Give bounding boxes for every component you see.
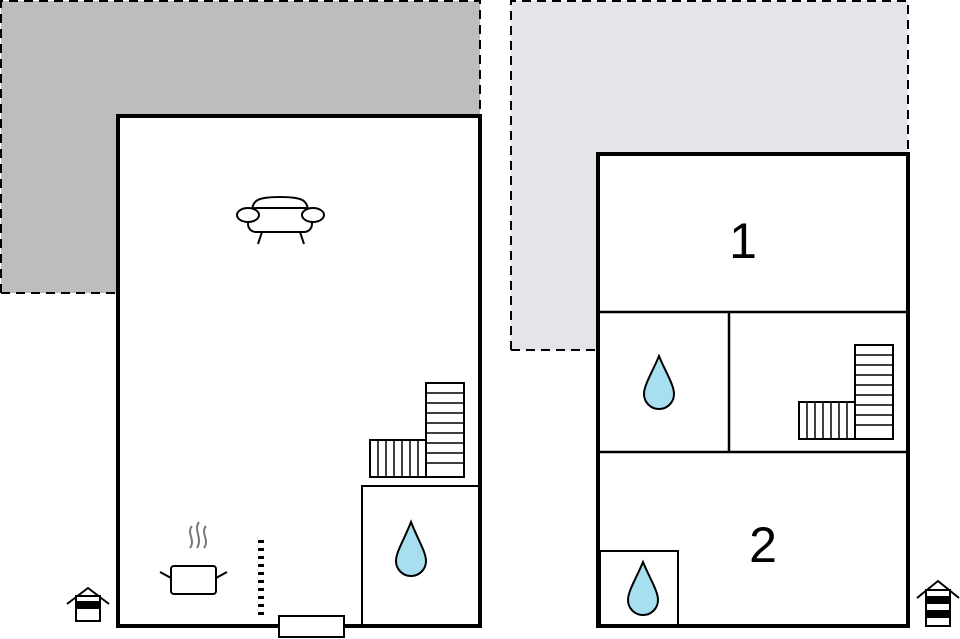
outer-wall — [596, 152, 910, 628]
terrace-area — [511, 1, 908, 350]
floor-plan-upper: 1 2 — [510, 0, 960, 628]
water-drop-icon — [394, 519, 428, 577]
water-drop-icon — [642, 353, 676, 410]
terrace-outline — [510, 0, 909, 351]
room-2-label: 2 — [749, 517, 777, 573]
water-drop-icon — [626, 559, 660, 616]
stairs-icon — [369, 382, 465, 478]
stairs-icon — [798, 344, 894, 440]
armchair-icon — [236, 195, 325, 245]
entrance-house-icon — [916, 579, 960, 627]
washroom-room — [599, 550, 679, 626]
entrance-house-icon — [66, 586, 110, 622]
terrace-area — [1, 1, 480, 293]
door-icon — [278, 615, 345, 638]
room-1-label: 1 — [729, 213, 757, 269]
bathroom-room — [361, 485, 481, 627]
cooking-pot-icon — [159, 521, 228, 595]
outer-wall — [116, 114, 482, 628]
terrace-outline — [0, 0, 481, 294]
floor-plan-ground — [0, 0, 482, 638]
